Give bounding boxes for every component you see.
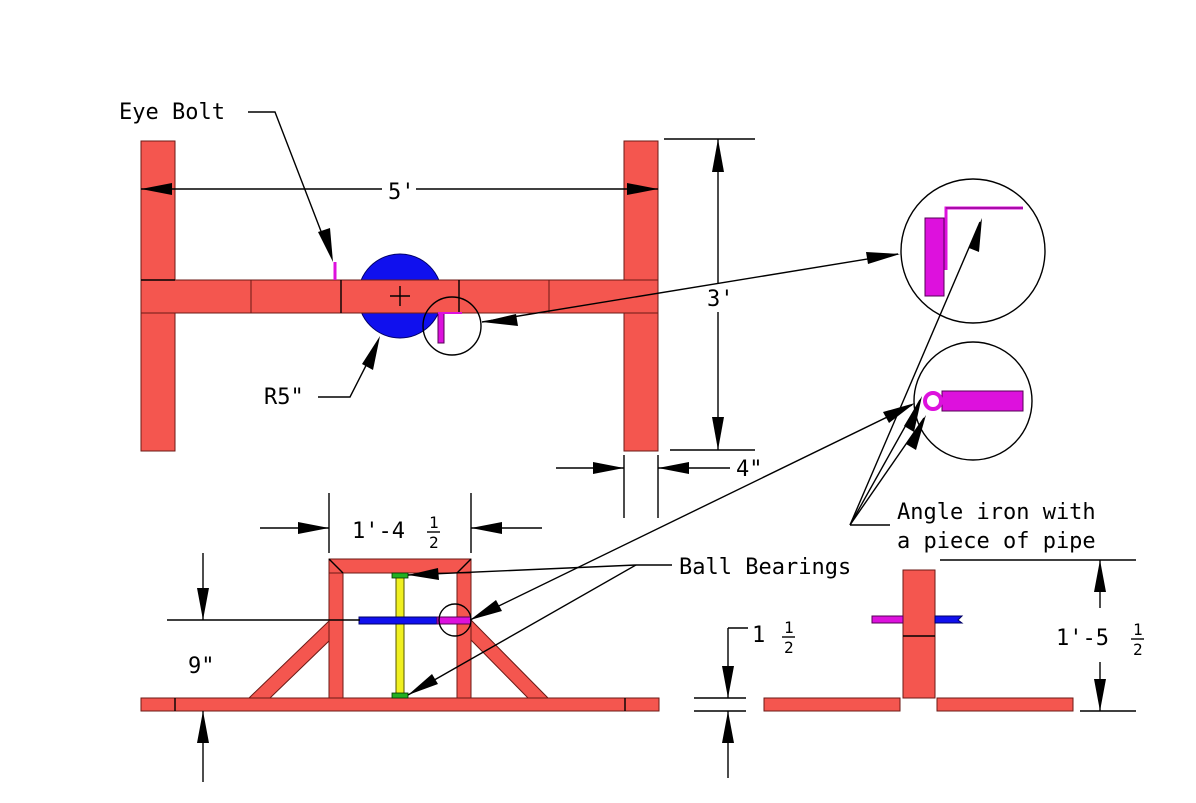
top-ball-bearing: [391, 572, 409, 579]
right-brace: [470, 618, 550, 699]
angle-iron-callout: Angle iron with a piece of pipe: [849, 218, 1096, 554]
radius-callout: R5": [264, 336, 380, 410]
detail-circle-angle: [900, 178, 1046, 324]
left-brace: [247, 618, 331, 699]
dim-1ft5-frac-den: 2: [1133, 640, 1143, 659]
dim-1ft4-frac-den: 2: [429, 533, 439, 552]
dimension-9in: 9": [167, 553, 360, 782]
dim-1ft4-label: 1'-4: [352, 519, 405, 544]
dim-1ft5-label: 1'-5: [1056, 626, 1109, 651]
pipe-detail-ring: [923, 391, 943, 411]
dim-1ft4-frac-num: 1: [429, 513, 439, 532]
detail-circle-pipe: [913, 341, 1033, 461]
side-angle-iron: [871, 615, 904, 624]
dimension-4in: 4": [556, 455, 763, 518]
side-post: [902, 569, 936, 699]
dim-1half-frac-num: 1: [784, 618, 794, 637]
detail-angle-iron: [900, 178, 1046, 324]
front-view: [140, 558, 660, 712]
front-left-upright: [328, 558, 344, 699]
front-axle: [358, 616, 438, 625]
eye-bolt-callout: Eye Bolt: [119, 100, 333, 262]
dim-1ft5-frac-num: 1: [1133, 620, 1143, 639]
angle-iron-detail-flange: [944, 206, 1023, 270]
radius-label: R5": [264, 385, 304, 410]
dim-4in-label: 4": [736, 457, 763, 482]
angle-iron-small: [437, 312, 445, 344]
front-top-bar: [328, 558, 472, 574]
detail-leader-top: [481, 252, 900, 326]
eye-bolt-label: Eye Bolt: [119, 100, 225, 125]
front-angle-iron: [436, 616, 472, 625]
dimension-5ft: 5': [141, 176, 658, 205]
side-base-right: [936, 697, 1074, 712]
ball-bearings-label: Ball Bearings: [679, 555, 851, 580]
side-view: [763, 569, 1074, 712]
bottom-ball-bearing: [391, 692, 409, 699]
dimension-3ft: 3': [664, 138, 755, 451]
dim-3ft-label: 3': [707, 287, 734, 312]
ball-bearings-callout: Ball Bearings: [407, 555, 851, 696]
angle-iron-label-2: a piece of pipe: [897, 529, 1096, 554]
dimension-1half: 1 1 2: [694, 618, 795, 778]
angle-iron-label-1: Angle iron with: [897, 500, 1096, 525]
detail-pipe: [913, 341, 1033, 461]
dimension-1ft4: 1'-4 1 2: [260, 493, 542, 553]
dimension-1ft5: 1'-5 1 2: [940, 559, 1144, 712]
detail-circle-small: [422, 296, 482, 356]
dim-1half-frac-den: 2: [784, 638, 794, 657]
angle-iron-detail-bar: [924, 217, 945, 297]
dim-1half-label: 1: [752, 623, 765, 648]
side-base-left: [763, 697, 901, 712]
front-base: [140, 697, 660, 712]
detail-leader-bottom: [469, 403, 915, 621]
side-axle: [934, 615, 964, 624]
bearing-shaft: [395, 574, 405, 696]
pipe-detail-bar: [941, 390, 1024, 412]
dim-9in-label: 9": [188, 654, 215, 679]
dim-5ft-label: 5': [388, 180, 415, 205]
